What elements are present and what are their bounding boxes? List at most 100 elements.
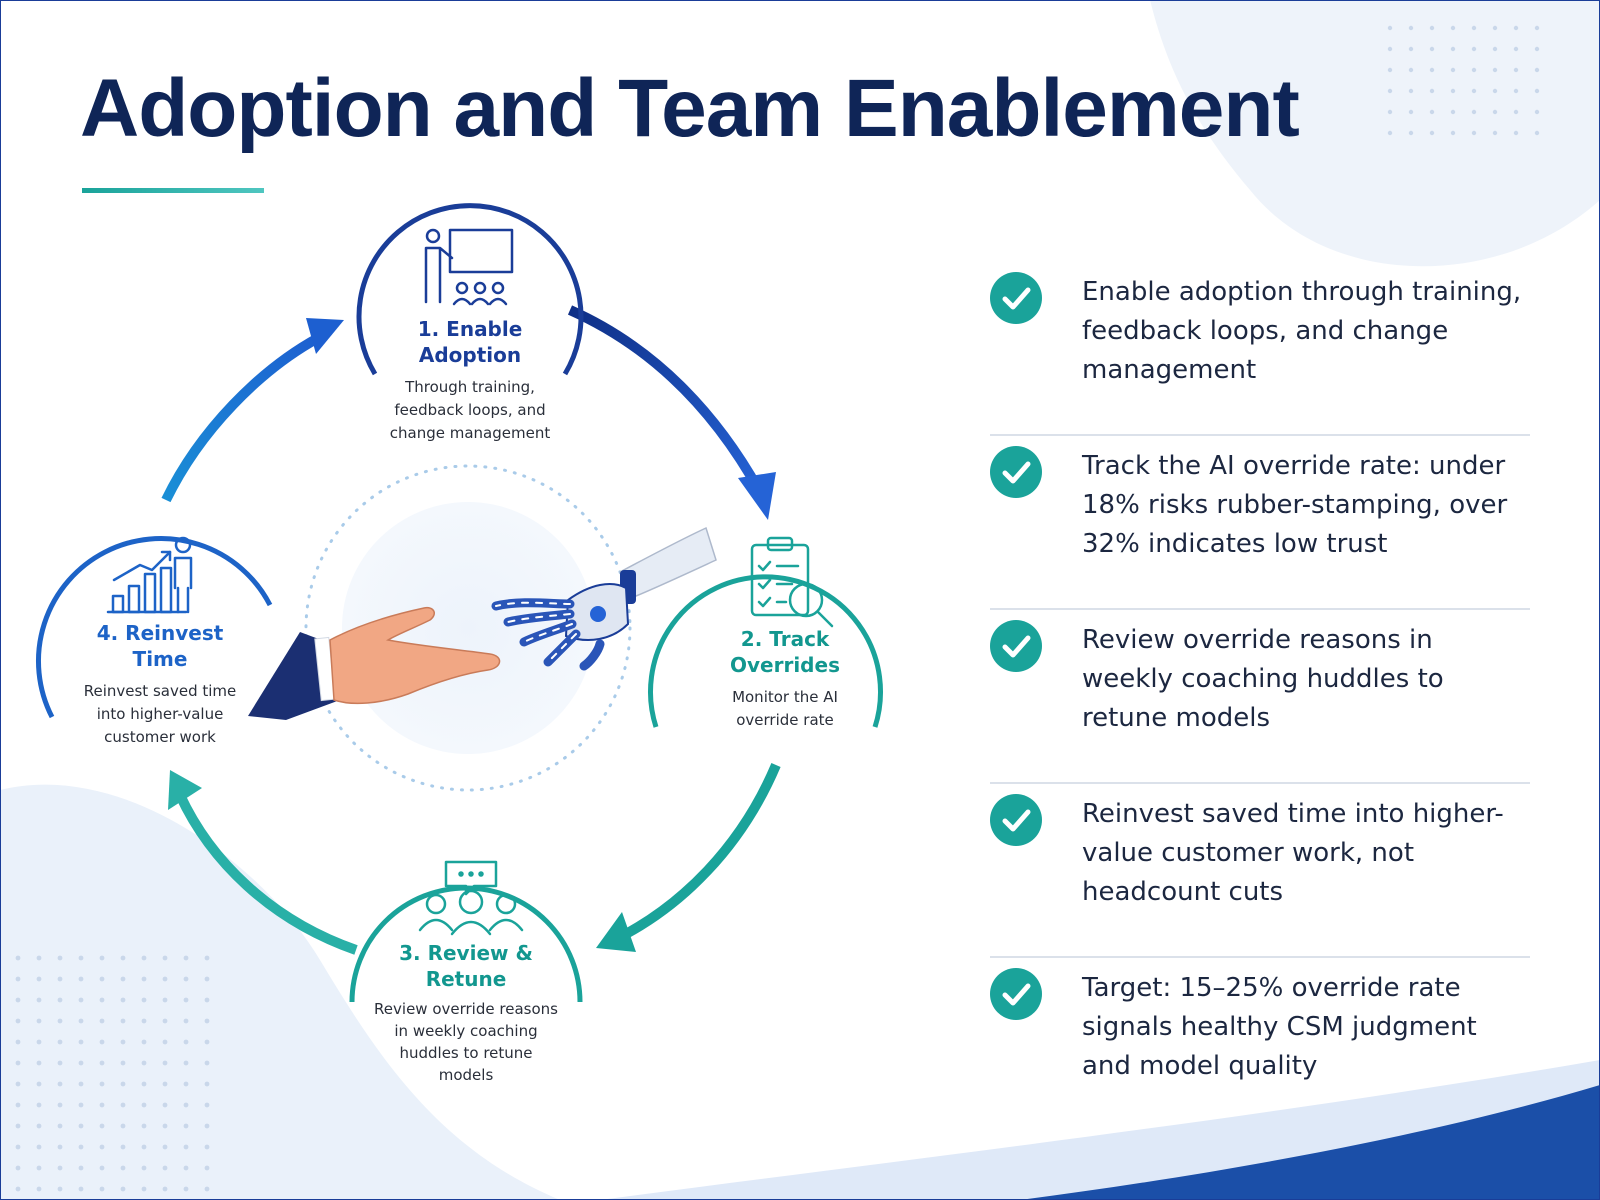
decorative-dot [204,976,210,982]
stage-2-description: Monitor the AI override rate [732,688,838,729]
decorative-dot [99,1018,105,1024]
decorative-dot [1429,67,1435,73]
decorative-dot [36,1123,42,1129]
decorative-dot [204,1018,210,1024]
human-hand [329,606,501,705]
decorative-dot [1408,130,1414,136]
decorative-dot [1450,88,1456,94]
decorative-dot [99,997,105,1003]
decorative-dot [1492,88,1498,94]
decorative-dot [183,1123,189,1129]
decorative-dot [57,955,63,961]
stage-4-description: Reinvest saved time into higher-value cu… [83,682,237,746]
decorative-dot [99,976,105,982]
human-robot-handshake-icon [248,526,717,720]
dot-pattern-top-right [1387,25,1540,136]
decorative-dot [15,1123,21,1129]
decorative-dot [1492,130,1498,136]
decorative-dot [120,1165,126,1171]
list-item: Reinvest saved time into higher- value c… [990,784,1530,958]
check-icon [990,446,1042,498]
decorative-dot [120,1144,126,1150]
bottom-right-wave-dark [1020,1085,1600,1200]
decorative-dot [120,1060,126,1066]
decorative-dot [15,955,21,961]
stage-2-title: 2. Track Overrides [730,627,840,677]
decorative-dot [141,1018,147,1024]
decorative-dot [1429,46,1435,52]
decorative-dot [1492,109,1498,115]
decorative-dot [162,1018,168,1024]
stage-1-description: Through training, feedback loops, and ch… [389,378,551,442]
list-item: Track the AI override rate: under 18% ri… [990,436,1530,610]
decorative-dot [15,1102,21,1108]
decorative-dot [36,1144,42,1150]
decorative-dot [204,1123,210,1129]
key-points-list: Enable adoption through training, feedba… [990,262,1530,1132]
decorative-dot [1534,109,1540,115]
decorative-dot [120,1102,126,1108]
stage-3-title: 3. Review & Retune [399,941,533,991]
decorative-dot [99,1186,105,1192]
stage-enable-adoption: 1. Enable Adoption Through training, fee… [350,316,590,445]
decorative-dot [141,1186,147,1192]
decorative-dot [162,955,168,961]
decorative-dot [141,1060,147,1066]
decorative-dot [57,1165,63,1171]
decorative-dot [162,1123,168,1129]
decorative-dot [204,1039,210,1045]
decorative-dot [78,1081,84,1087]
decorative-dot [1408,88,1414,94]
decorative-dot [141,1102,147,1108]
list-item-text: Review override reasons in weekly coachi… [1082,625,1444,733]
arrow-reinvest-to-enable [161,333,321,503]
decorative-dot [1471,46,1477,52]
decorative-dot [36,1102,42,1108]
list-item-text: Target: 15–25% override rate signals hea… [1082,973,1477,1081]
decorative-dot [1534,25,1540,31]
decorative-dot [1387,25,1393,31]
arrow-head-reinvest-to-enable [306,318,344,354]
stage-3-description: Review override reasons in weekly coachi… [374,1000,558,1084]
decorative-dot [204,1081,210,1087]
decorative-dot [1387,130,1393,136]
decorative-dot [1408,109,1414,115]
list-item: Review override reasons in weekly coachi… [990,610,1530,784]
decorative-dot [15,1039,21,1045]
decorative-dot [1387,88,1393,94]
decorative-dot [1450,109,1456,115]
stage-1-title: 1. Enable Adoption [417,317,523,367]
list-item-text: Track the AI override rate: under 18% ri… [1082,451,1508,559]
decorative-dot [204,1165,210,1171]
center-dotted-ring [304,464,632,792]
decorative-dot [1429,109,1435,115]
decorative-dot [141,1039,147,1045]
decorative-dot [36,1018,42,1024]
decorative-dot [141,955,147,961]
decorative-dot [1513,88,1519,94]
list-item-text: Reinvest saved time into higher- value c… [1082,799,1504,907]
growth-chart-person-icon [106,536,193,614]
decorative-dot [15,1186,21,1192]
decorative-dot [1534,46,1540,52]
decorative-dot [1513,109,1519,115]
stage-reinvest-time: 4. Reinvest Time Reinvest saved time int… [40,620,280,749]
decorative-dot [57,1039,63,1045]
decorative-dot [183,1018,189,1024]
decorative-dot [141,1123,147,1129]
check-icon [990,968,1042,1020]
decorative-dot [57,1144,63,1150]
decorative-dot [1471,25,1477,31]
decorative-dot [57,1060,63,1066]
decorative-dot [141,997,147,1003]
decorative-dot [162,1102,168,1108]
robot-palm-joint [590,606,606,622]
presentation-icon [424,228,514,306]
decorative-dot [78,1165,84,1171]
list-item-text: Enable adoption through training, feedba… [1082,277,1522,385]
decorative-dot [15,1165,21,1171]
decorative-dot [162,1165,168,1171]
decorative-dot [183,976,189,982]
decorative-dot [1429,88,1435,94]
